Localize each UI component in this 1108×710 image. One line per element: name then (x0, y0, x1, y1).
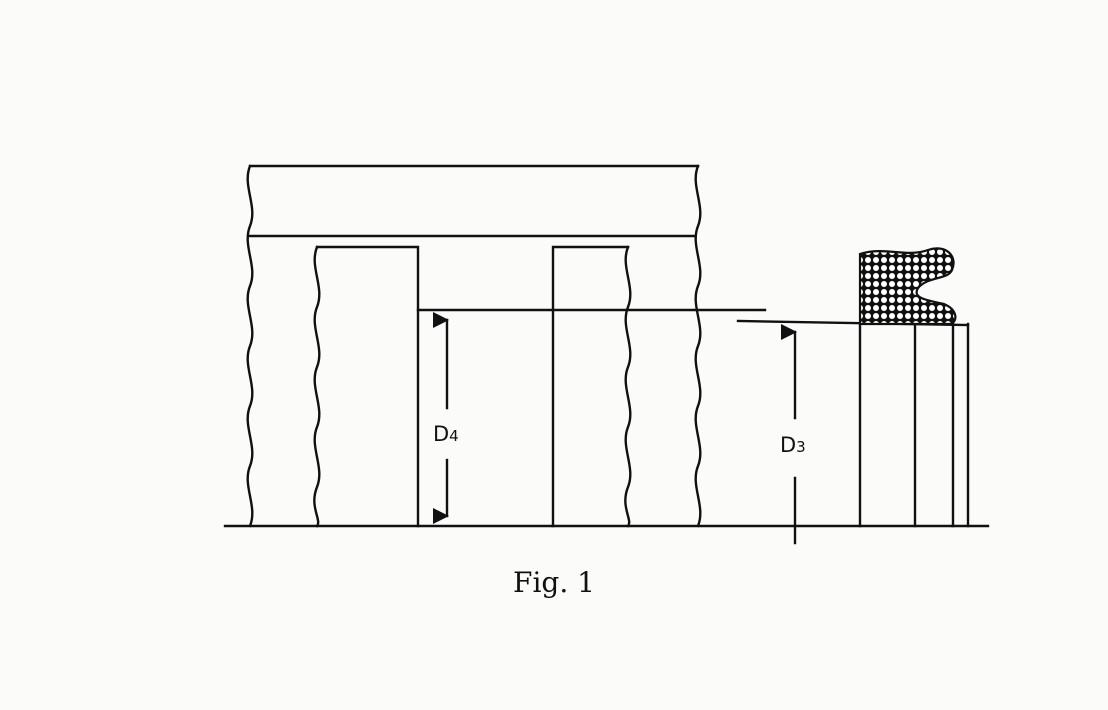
right-wavy-edge (694, 164, 702, 528)
d3-label: D3 (780, 433, 806, 457)
right-inner-wavy-edge (624, 245, 632, 528)
left-inner-block (315, 245, 420, 528)
figure-caption: Fig. 1 (513, 566, 595, 599)
seal-ring-cross-section (858, 247, 957, 326)
left-wavy-edge (246, 164, 254, 528)
right-inner-block (551, 245, 630, 528)
left-inner-wavy-edge (313, 245, 321, 528)
d4-label: D4 (433, 422, 459, 446)
